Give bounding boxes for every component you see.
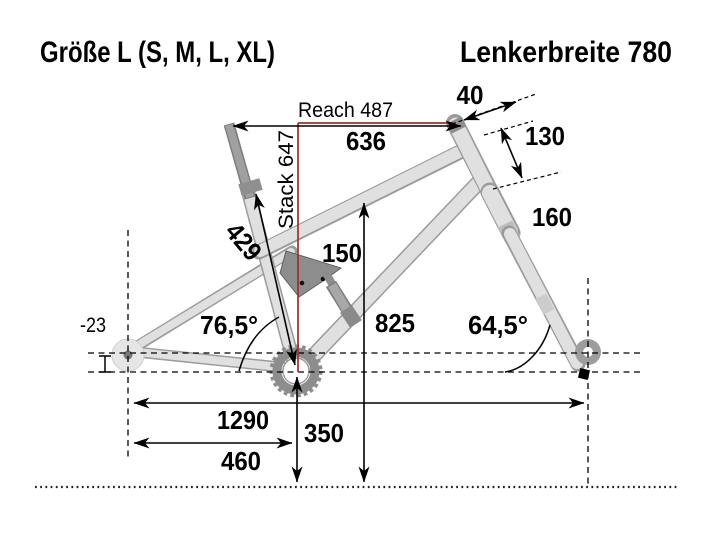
seat-angle-arc (238, 316, 280, 372)
seat-angle-label: 76,5° (200, 310, 258, 340)
head-tube-bottom-guide (492, 171, 562, 190)
rear-shock (323, 272, 362, 328)
rear-travel-label: 150 (322, 238, 362, 268)
handlebar-width-title: Lenkerbreite 780 (460, 36, 672, 69)
labels: Reach 487 Stack 647 636 40 130 160 429 1… (80, 80, 572, 476)
stack-label: Stack 647 (275, 130, 298, 229)
dim-stem-arrow (463, 101, 517, 121)
frame-size-title: Größe L (S, M, L, XL) (40, 36, 275, 69)
dim-head-tube-arrow (500, 127, 523, 179)
head-tube-top-guide (483, 120, 534, 136)
wheelbase-label: 1290 (217, 405, 269, 435)
down-tube (291, 173, 488, 379)
rear-dropout (111, 338, 145, 372)
fork-travel-label: 160 (532, 202, 572, 232)
fork (480, 182, 591, 381)
top-tube-label: 636 (346, 126, 386, 156)
fork-dropout-marker (577, 367, 591, 381)
bb-drop-label: -23 (80, 314, 106, 337)
dim-seat-tube-arrow (254, 193, 297, 366)
shock-end-cap (340, 305, 362, 328)
head-angle-label: 64,5° (468, 310, 528, 340)
dim-bb-drop-tick (99, 355, 111, 373)
stem-length-label: 40 (457, 80, 484, 110)
chainstay-label: 460 (221, 446, 261, 476)
bb-height-label: 350 (304, 418, 344, 448)
bb-center (282, 357, 310, 385)
chain-stay (130, 346, 296, 374)
head-tube-length-label: 130 (525, 121, 565, 151)
seatpost (223, 122, 263, 200)
seatpost-collar (238, 178, 263, 196)
head-tube-cap (446, 116, 467, 134)
dimensions (99, 101, 585, 483)
head-angle-arc (504, 324, 551, 373)
rocker-pivot-front (299, 280, 305, 286)
reach-label: Reach 487 (298, 99, 393, 122)
standover-label: 825 (375, 308, 415, 338)
fork-band-lower (535, 293, 555, 315)
